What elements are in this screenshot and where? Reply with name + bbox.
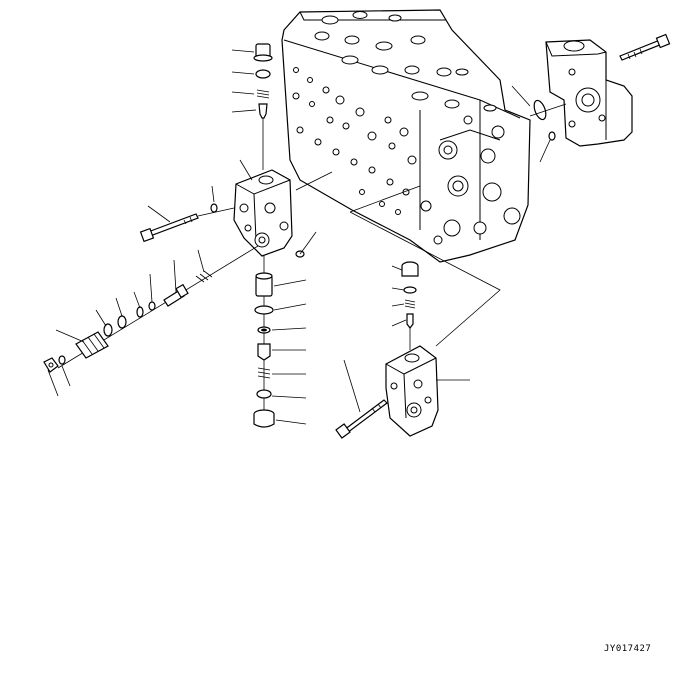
upper-spring bbox=[256, 89, 270, 99]
check-valve-sleeve bbox=[255, 272, 273, 297]
end-cover-assembly bbox=[545, 39, 633, 147]
check-valve-o-ring bbox=[256, 389, 272, 399]
upper-valve-screw bbox=[295, 245, 307, 258]
check-valve-seal bbox=[254, 305, 274, 315]
relief-backup-ring bbox=[136, 306, 144, 318]
relief-piston bbox=[163, 283, 189, 307]
guide-line-1 bbox=[349, 185, 421, 213]
upper-valve-section bbox=[233, 169, 293, 257]
upper-bolt-centerline bbox=[197, 207, 235, 217]
lower-o-ring bbox=[403, 286, 417, 294]
guide-line-2 bbox=[349, 211, 501, 347]
leader-lines bbox=[47, 49, 551, 425]
end-cover-o-ring bbox=[533, 99, 547, 121]
drawing-reference-code: JY017427 bbox=[604, 644, 652, 654]
relief-spring bbox=[195, 270, 213, 283]
upper-plug bbox=[253, 43, 273, 62]
top-face-holes bbox=[314, 11, 497, 112]
upper-valve-o-ring bbox=[210, 203, 218, 213]
upper-mounting-bolt bbox=[139, 213, 199, 243]
check-valve-seat bbox=[257, 326, 271, 334]
relief-small-o-ring bbox=[148, 301, 156, 311]
lower-mounting-bolt bbox=[335, 399, 388, 439]
lower-plug bbox=[401, 261, 419, 277]
lower-poppet bbox=[406, 313, 414, 329]
lower-spring bbox=[404, 299, 416, 309]
upper-to-block-line bbox=[295, 171, 333, 191]
relief-seal-ring bbox=[103, 323, 113, 337]
end-plate-ports bbox=[420, 115, 521, 245]
upper-poppet bbox=[258, 103, 268, 119]
relief-lock-nut bbox=[43, 357, 59, 373]
check-valve-poppet bbox=[257, 343, 271, 361]
end-cover-bolt bbox=[619, 33, 671, 61]
relief-adjust-o-ring bbox=[58, 355, 66, 365]
lower-valve-section bbox=[385, 345, 439, 437]
check-valve-plug bbox=[253, 409, 275, 428]
end-cover-small-o-ring bbox=[548, 131, 556, 141]
check-valve-spring bbox=[257, 367, 271, 379]
side-face-holes bbox=[292, 67, 417, 215]
relief-valve-body bbox=[75, 331, 109, 359]
relief-o-ring bbox=[117, 315, 127, 329]
main-valve-block bbox=[281, 9, 531, 263]
upper-o-ring bbox=[255, 69, 271, 79]
end-cover-centerline bbox=[529, 103, 567, 117]
